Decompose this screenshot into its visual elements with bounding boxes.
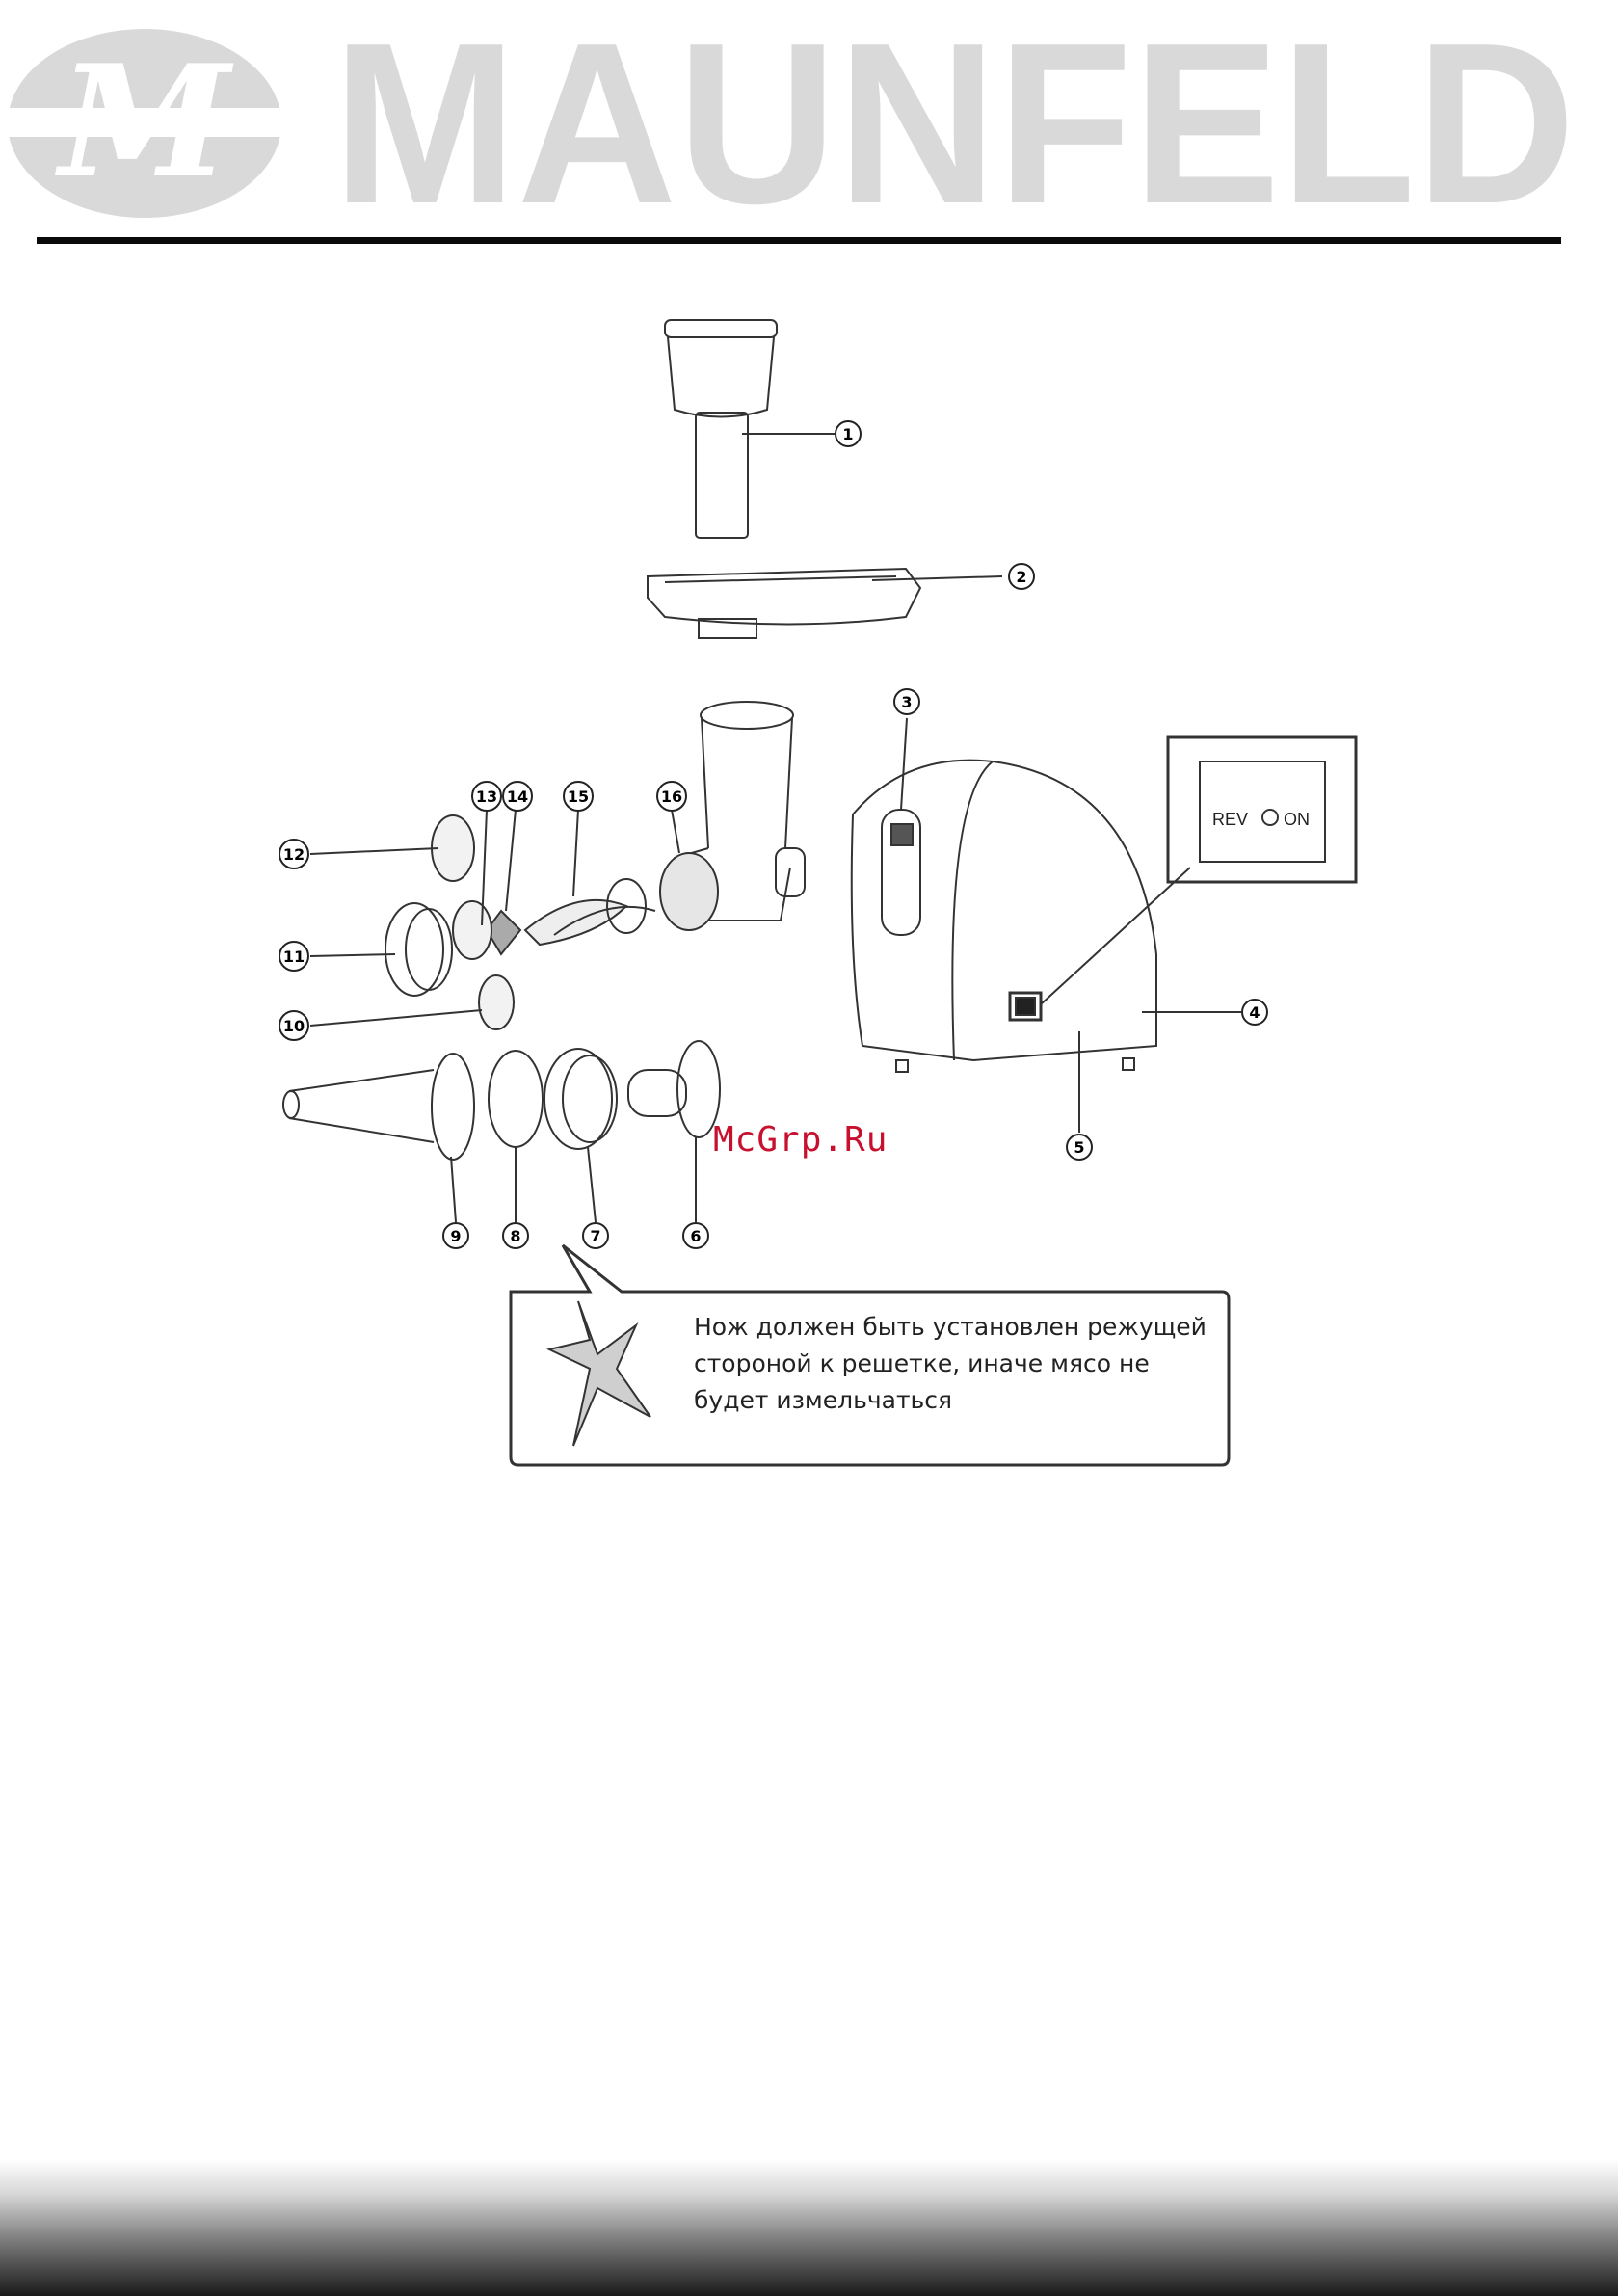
part-label-12: 12 bbox=[279, 840, 308, 868]
svg-text:12: 12 bbox=[283, 845, 305, 864]
part-label-6: 6 bbox=[683, 1223, 708, 1248]
part-label-14: 14 bbox=[503, 782, 532, 811]
brand-logo: M MAUNFELD bbox=[0, 0, 1618, 251]
part-label-3: 3 bbox=[894, 689, 919, 714]
switch-on-label: ON bbox=[1284, 810, 1310, 829]
svg-text:8: 8 bbox=[510, 1227, 520, 1245]
part-label-13: 13 bbox=[472, 782, 501, 811]
brand-name: MAUNFELD bbox=[332, 0, 1576, 251]
svg-text:13: 13 bbox=[476, 788, 497, 806]
part-label-5: 5 bbox=[1067, 1135, 1092, 1160]
part-label-10: 10 bbox=[279, 1011, 308, 1040]
knife-note: Нож должен быть установлен режущей сторо… bbox=[694, 1309, 1214, 1419]
svg-text:2: 2 bbox=[1016, 568, 1026, 586]
svg-text:3: 3 bbox=[901, 693, 912, 711]
svg-text:1: 1 bbox=[842, 425, 853, 443]
part-label-4: 4 bbox=[1242, 1000, 1267, 1025]
part-label-15: 15 bbox=[564, 782, 593, 811]
svg-text:11: 11 bbox=[283, 948, 305, 966]
svg-text:7: 7 bbox=[590, 1227, 600, 1245]
knife-note-line-1: Нож должен быть установлен режущей bbox=[694, 1309, 1214, 1346]
logo-mark-letter: M bbox=[54, 31, 234, 212]
knife-note-line-2: стороной к решетке, иначе мясо не bbox=[694, 1346, 1214, 1382]
svg-text:15: 15 bbox=[568, 788, 589, 806]
svg-text:16: 16 bbox=[661, 788, 682, 806]
knife-note-line-3: будет измельчаться bbox=[694, 1382, 1214, 1419]
page-header: M MAUNFELD bbox=[0, 0, 1618, 251]
part-label-8: 8 bbox=[503, 1223, 528, 1248]
part-label-11: 11 bbox=[279, 942, 308, 971]
svg-text:9: 9 bbox=[450, 1227, 461, 1245]
svg-text:14: 14 bbox=[507, 788, 528, 806]
svg-text:10: 10 bbox=[283, 1017, 305, 1035]
part-label-9: 9 bbox=[443, 1223, 468, 1248]
page-footer-gradient bbox=[0, 2159, 1618, 2296]
part-label-1: 1 bbox=[836, 421, 861, 446]
part-label-7: 7 bbox=[583, 1223, 608, 1248]
svg-text:4: 4 bbox=[1249, 1003, 1260, 1022]
part-label-16: 16 bbox=[657, 782, 686, 811]
switch-rev-label: REV bbox=[1212, 810, 1248, 829]
header-divider bbox=[37, 237, 1561, 244]
part-label-2: 2 bbox=[1009, 564, 1034, 589]
svg-text:6: 6 bbox=[690, 1227, 701, 1245]
watermark: McGrp.Ru bbox=[713, 1120, 888, 1160]
svg-text:5: 5 bbox=[1074, 1138, 1084, 1157]
